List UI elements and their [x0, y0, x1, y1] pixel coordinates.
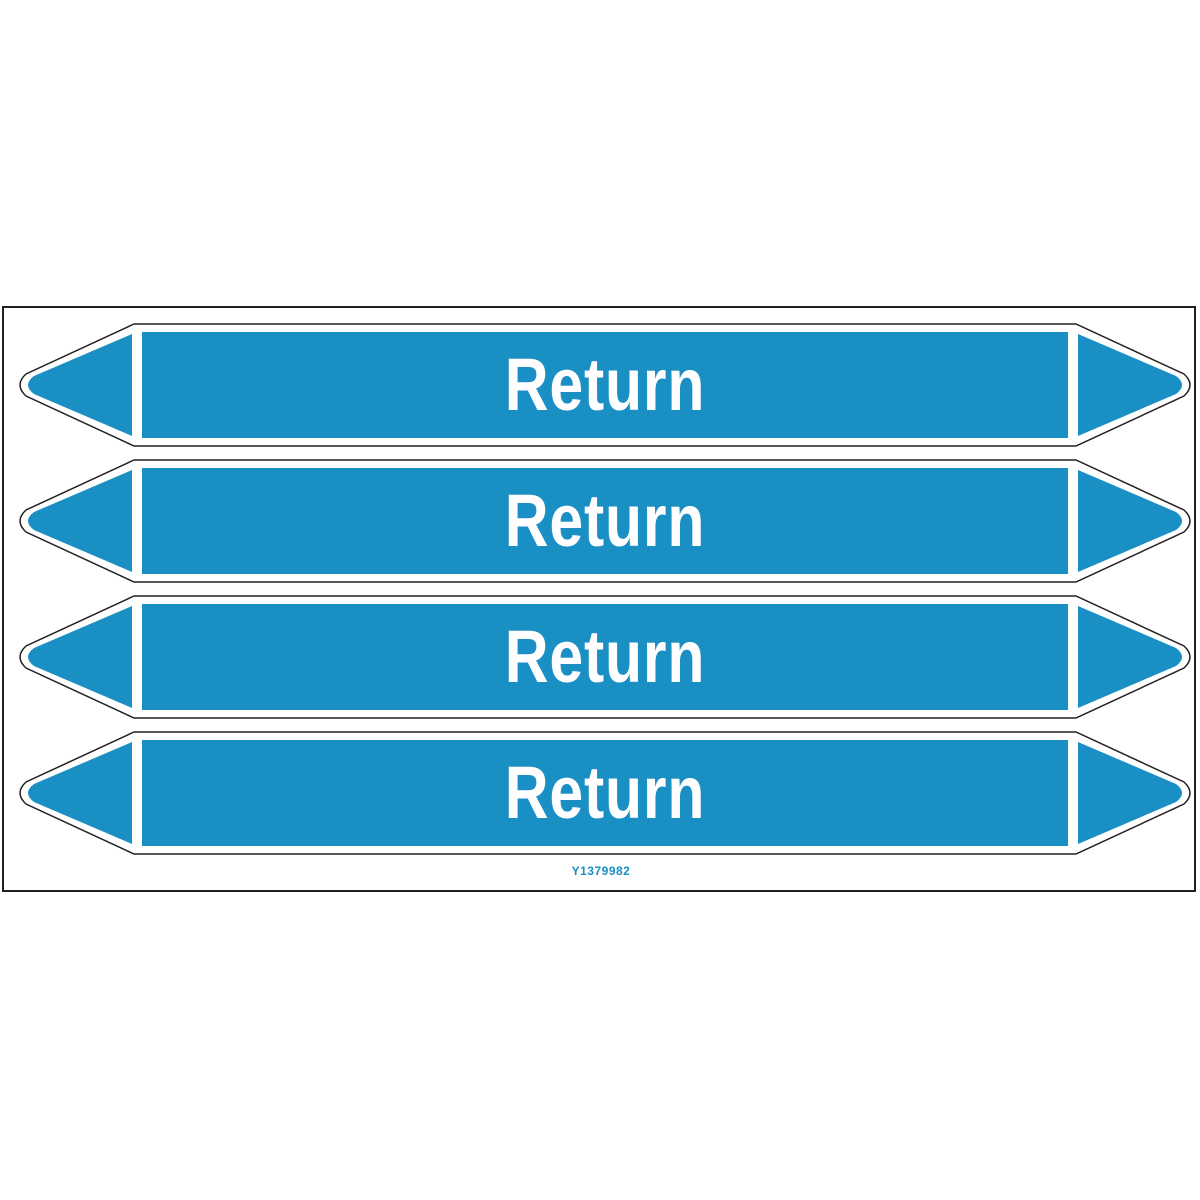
pipe-marker-arrow-shape — [19, 323, 1191, 447]
pipe-marker-arrow-shape — [19, 459, 1191, 583]
pipe-marker-1: Return — [12, 322, 1198, 448]
pipe-marker-3: Return — [12, 594, 1198, 720]
pipe-marker-4: Return — [12, 730, 1198, 856]
pipe-marker-arrow-shape — [19, 731, 1191, 855]
label-sheet: Return Return Return — [2, 306, 1196, 892]
pipe-marker-label: Return — [504, 751, 706, 834]
pipe-marker-2: Return — [12, 458, 1198, 584]
article-code: Y1379982 — [571, 864, 631, 878]
pipe-marker-label: Return — [504, 343, 706, 426]
pipe-marker-label: Return — [504, 479, 706, 562]
pipe-marker-label: Return — [504, 615, 706, 698]
pipe-marker-arrow-shape — [19, 595, 1191, 719]
